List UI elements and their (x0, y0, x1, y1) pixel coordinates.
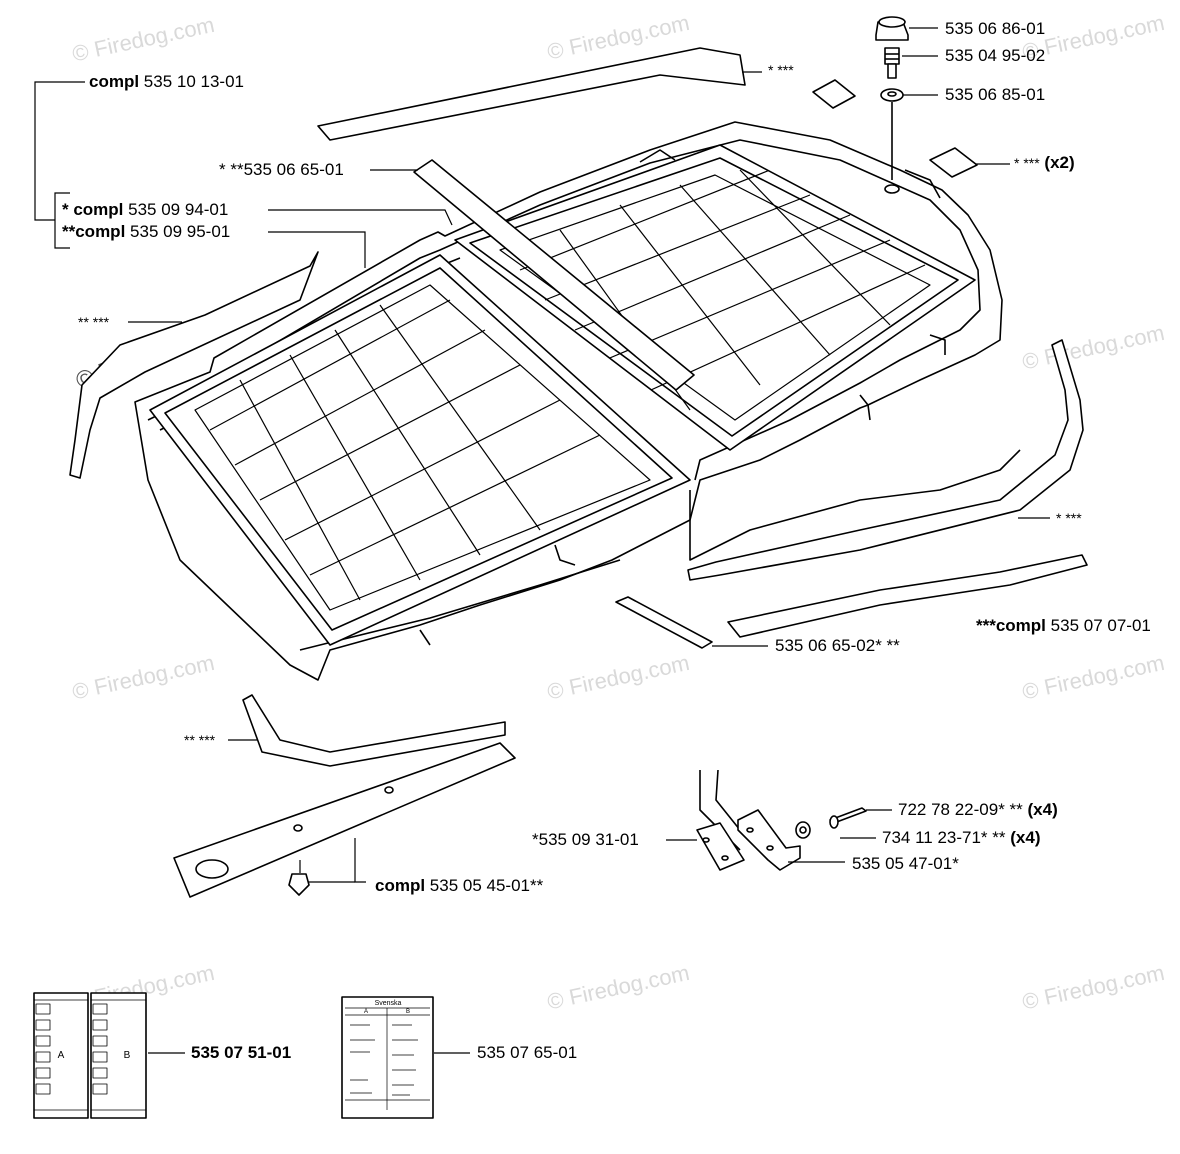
label-compl-535-05-45-01: compl 535 05 45-01** (375, 876, 544, 895)
strip-535-06-65-01 (413, 159, 695, 391)
manual-col-b: B (406, 1009, 410, 1015)
label-edge-strip-right: * *** (1056, 510, 1082, 526)
washer (880, 88, 904, 102)
handle-bar (173, 742, 516, 898)
manual-sheet (341, 996, 434, 1119)
label-edge-strip-top: * *** (768, 62, 794, 78)
label-decals: 535 07 51-01 (191, 1043, 292, 1062)
decal-sheet-b (90, 992, 147, 1119)
handle-hole (195, 859, 229, 879)
handle-peg (288, 873, 310, 896)
edge-strip-right-lower (727, 554, 1088, 638)
label-strip-535-06-65-02: 535 06 65-02* ** (775, 636, 900, 655)
pad-right (929, 147, 978, 178)
label-compl-535-07-07-01: ***compl 535 07 07-01 (976, 616, 1151, 635)
label-plate: *535 09 31-01 (532, 830, 639, 849)
pad-top (812, 79, 856, 109)
label-strip-535-06-65-01: * **535 06 65-01 (219, 160, 344, 179)
label-screw: 535 04 95-02 (945, 46, 1046, 65)
decal-label-a: A (58, 1050, 65, 1061)
mount-hole (884, 184, 900, 194)
decal-label-b: B (124, 1050, 131, 1061)
label-manual: 535 07 65-01 (477, 1043, 578, 1062)
label-washer: 535 06 85-01 (945, 85, 1046, 104)
manual-heading: Svenska (375, 1000, 402, 1007)
edge-strip-top (317, 47, 746, 141)
edge-strip-left (69, 251, 319, 479)
label-pad: * *** (x2) (1014, 153, 1075, 172)
edge-strip-right (687, 339, 1084, 581)
label-edge-strip-bottom: ** *** (184, 732, 216, 748)
screw (884, 47, 900, 65)
strip-535-06-65-02 (615, 596, 713, 649)
bracket-plate (696, 822, 745, 871)
label-edge-strip-left: ** *** (78, 314, 110, 330)
label-knob: 535 06 86-01 (945, 19, 1046, 38)
solar-panel-left (149, 254, 691, 646)
edge-strip-bottom (242, 694, 506, 767)
label-pin: 722 78 22-09* ** (x4) (898, 800, 1058, 819)
label-rivet: 734 11 23-71* ** (x4) (882, 828, 1041, 847)
label-compl-535-10-13-01: compl 535 10 13-01 (89, 72, 244, 91)
manual-col-a: A (364, 1009, 368, 1015)
label-compl-535-09-95-01: **compl 535 09 95-01 (62, 222, 231, 241)
label-bracket: 535 05 47-01* (852, 854, 959, 873)
rivet (829, 815, 839, 829)
bracket (737, 809, 801, 871)
label-compl-535-09-94-01: * compl 535 09 94-01 (62, 200, 229, 219)
rivet-washer (795, 821, 811, 839)
